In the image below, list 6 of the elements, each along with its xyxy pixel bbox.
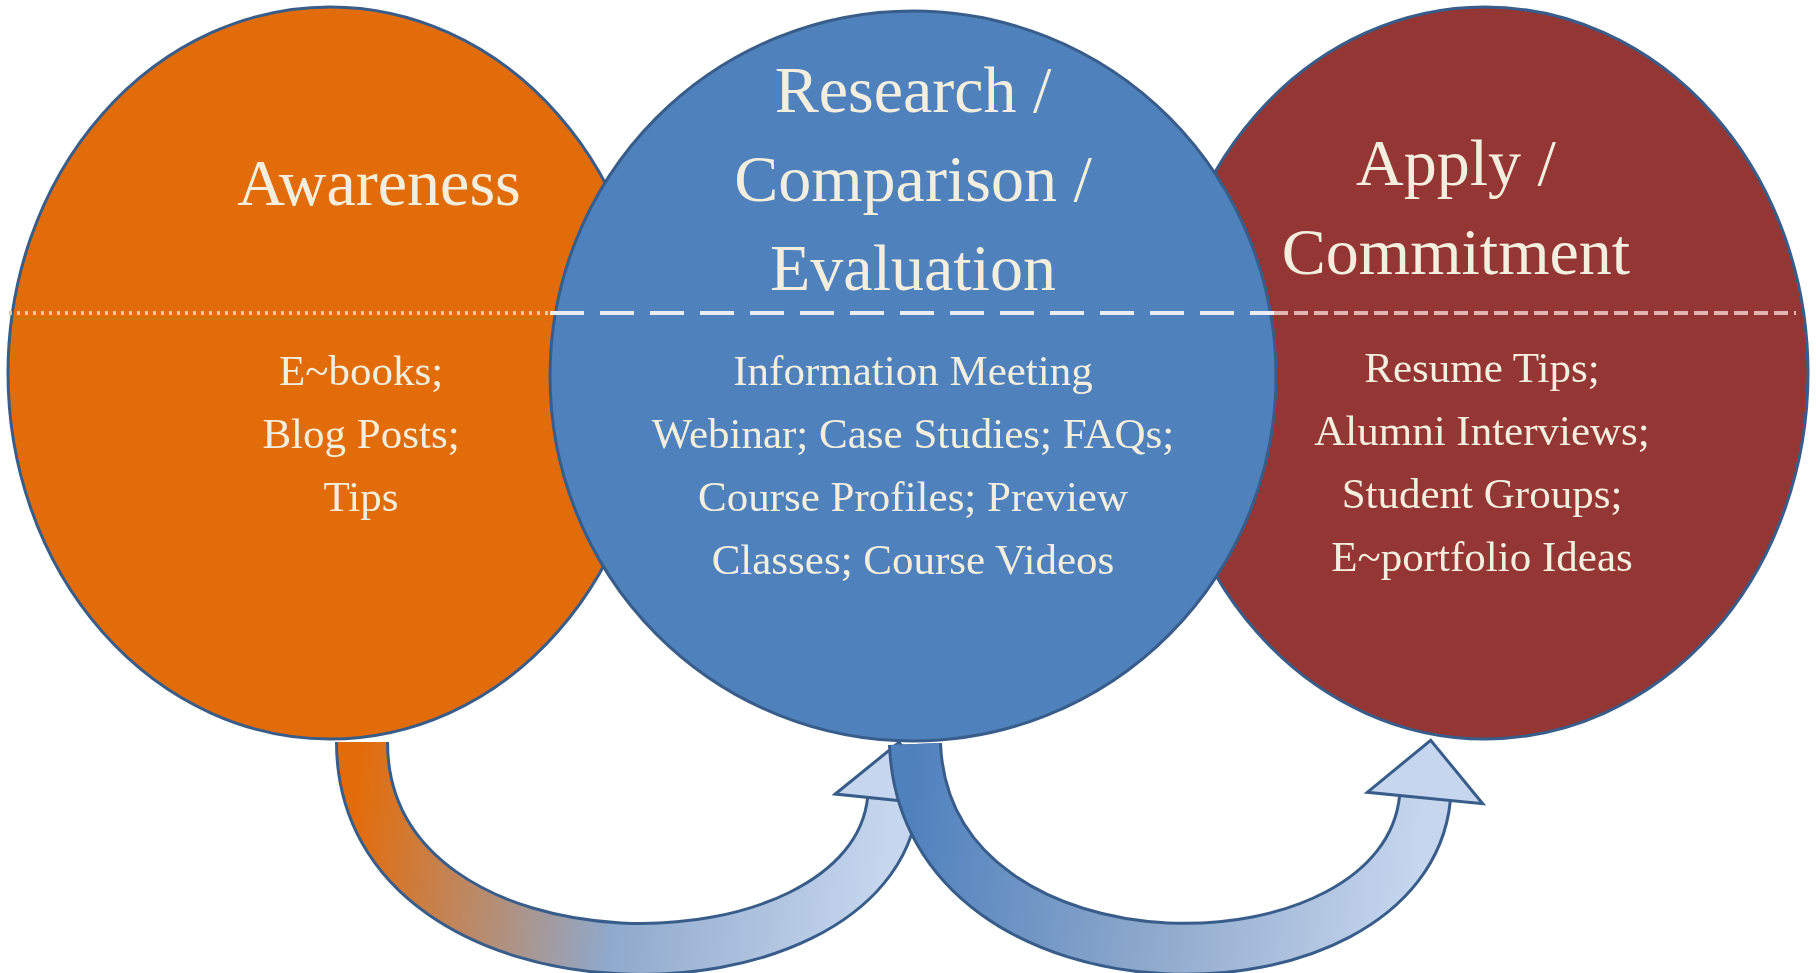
stage-content: E~books; Blog Posts; Tips xyxy=(261,346,461,522)
stage-heading: Apply / Commitment xyxy=(1280,125,1632,290)
stage-heading: Research / Comparison / Evaluation xyxy=(733,52,1093,306)
stage-content: Information Meeting Webinar; Case Studies; FAQs; Course Profiles; Preview Classes; Course Videos xyxy=(650,346,1176,585)
stage-heading: Awareness xyxy=(236,145,522,221)
stage-content: Resume Tips; Alumni Interviews; Student Groups; E~portfolio Ideas xyxy=(1313,343,1651,582)
